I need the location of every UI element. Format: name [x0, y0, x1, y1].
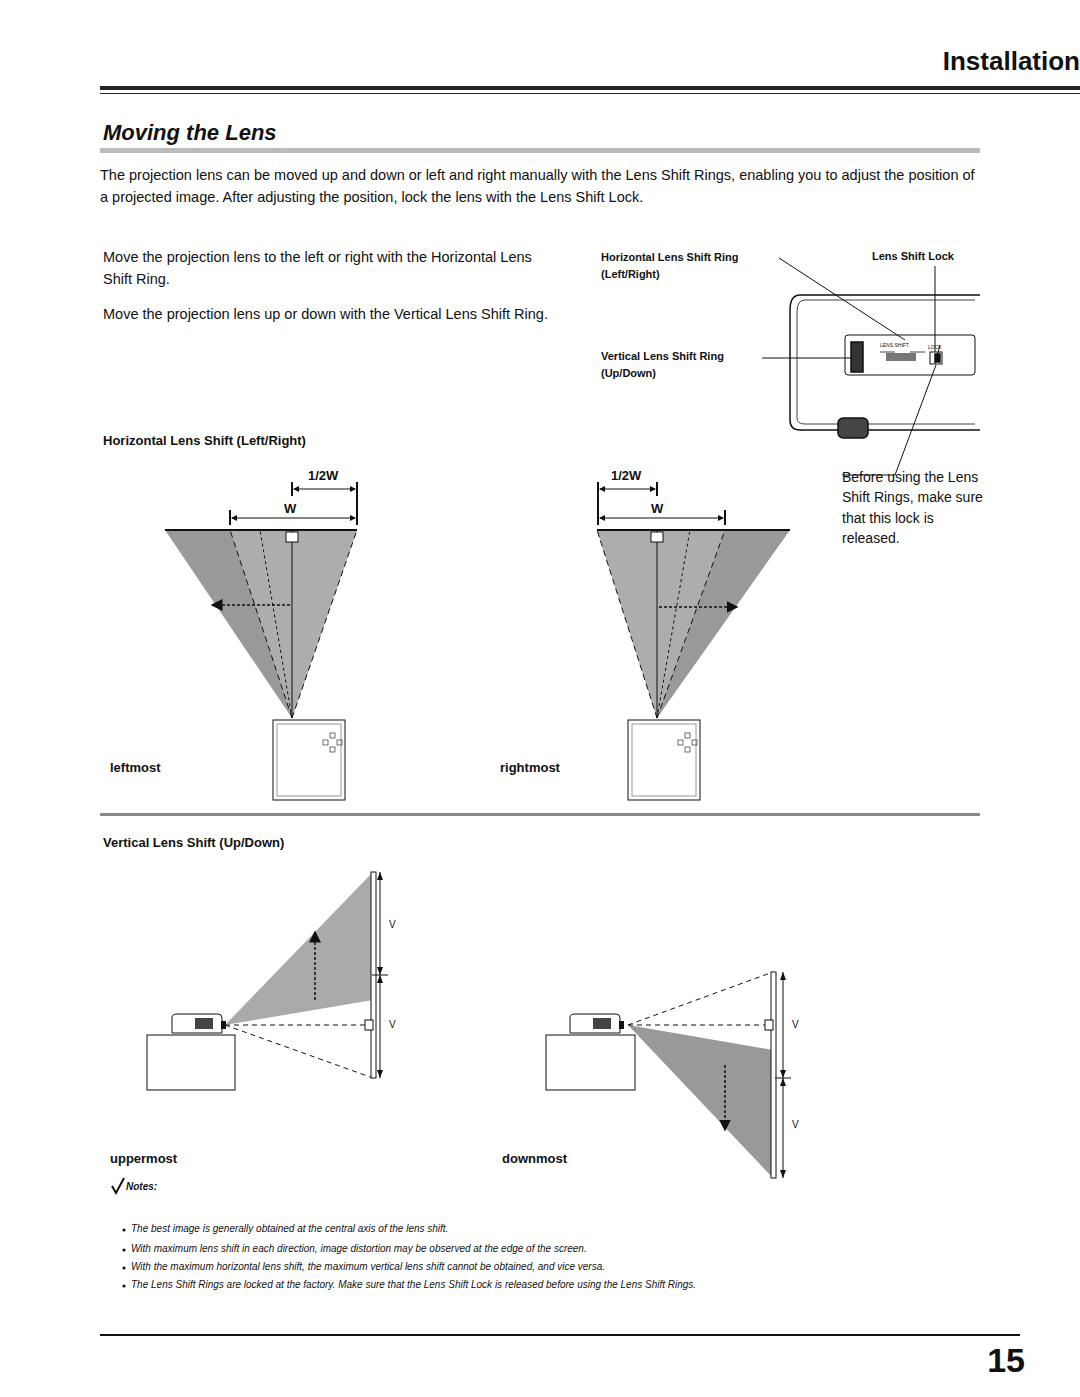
page-number: 15	[975, 1340, 1025, 1381]
dimension: V	[389, 919, 396, 931]
position-label: uppermost	[110, 1150, 177, 1169]
part-name: Lens Shift Lock	[872, 249, 954, 265]
note-text: With maximum lens shift in each directio…	[131, 1242, 587, 1257]
dimension: W	[651, 501, 663, 517]
note-text: With the maximum horizontal lens shift, …	[131, 1260, 605, 1275]
subsection-heading: Vertical Lens Shift (Up/Down)	[103, 834, 284, 853]
part-name: Horizontal Lens Shift Ring (Left/Right)	[601, 249, 781, 283]
page-header: Installation	[880, 46, 1080, 77]
note-text: The Lens Shift Rings are locked at the f…	[131, 1278, 696, 1293]
subsection-heading: Horizontal Lens Shift (Left/Right)	[103, 432, 306, 451]
panel-marking: LENS SHIFT	[880, 343, 909, 348]
position-label: leftmost	[110, 759, 161, 778]
panel-marking: LOCK	[928, 345, 942, 350]
part-name: Vertical Lens Shift Ring (Up/Down)	[601, 348, 766, 382]
instruction-text: Move the projection lens up or down with…	[103, 304, 563, 326]
intro-text: The projection lens can be moved up and …	[100, 164, 985, 209]
notes-heading: Notes:	[126, 1180, 157, 1195]
instruction-text: Move the projection lens to the left or …	[103, 247, 563, 291]
dimension: V	[792, 1019, 799, 1031]
dimension: W	[284, 501, 296, 517]
note-text: The best image is generally obtained at …	[131, 1222, 448, 1237]
dimension: V	[389, 1019, 396, 1031]
dimension: 1/2W	[308, 468, 338, 484]
section-title: Moving the Lens	[103, 117, 277, 149]
dimension: 1/2W	[611, 468, 641, 484]
position-label: rightmost	[500, 759, 560, 778]
position-label: downmost	[502, 1150, 567, 1169]
dimension: V	[792, 1119, 799, 1131]
callout-note: Before using the Lens Shift Rings, make …	[842, 467, 987, 548]
